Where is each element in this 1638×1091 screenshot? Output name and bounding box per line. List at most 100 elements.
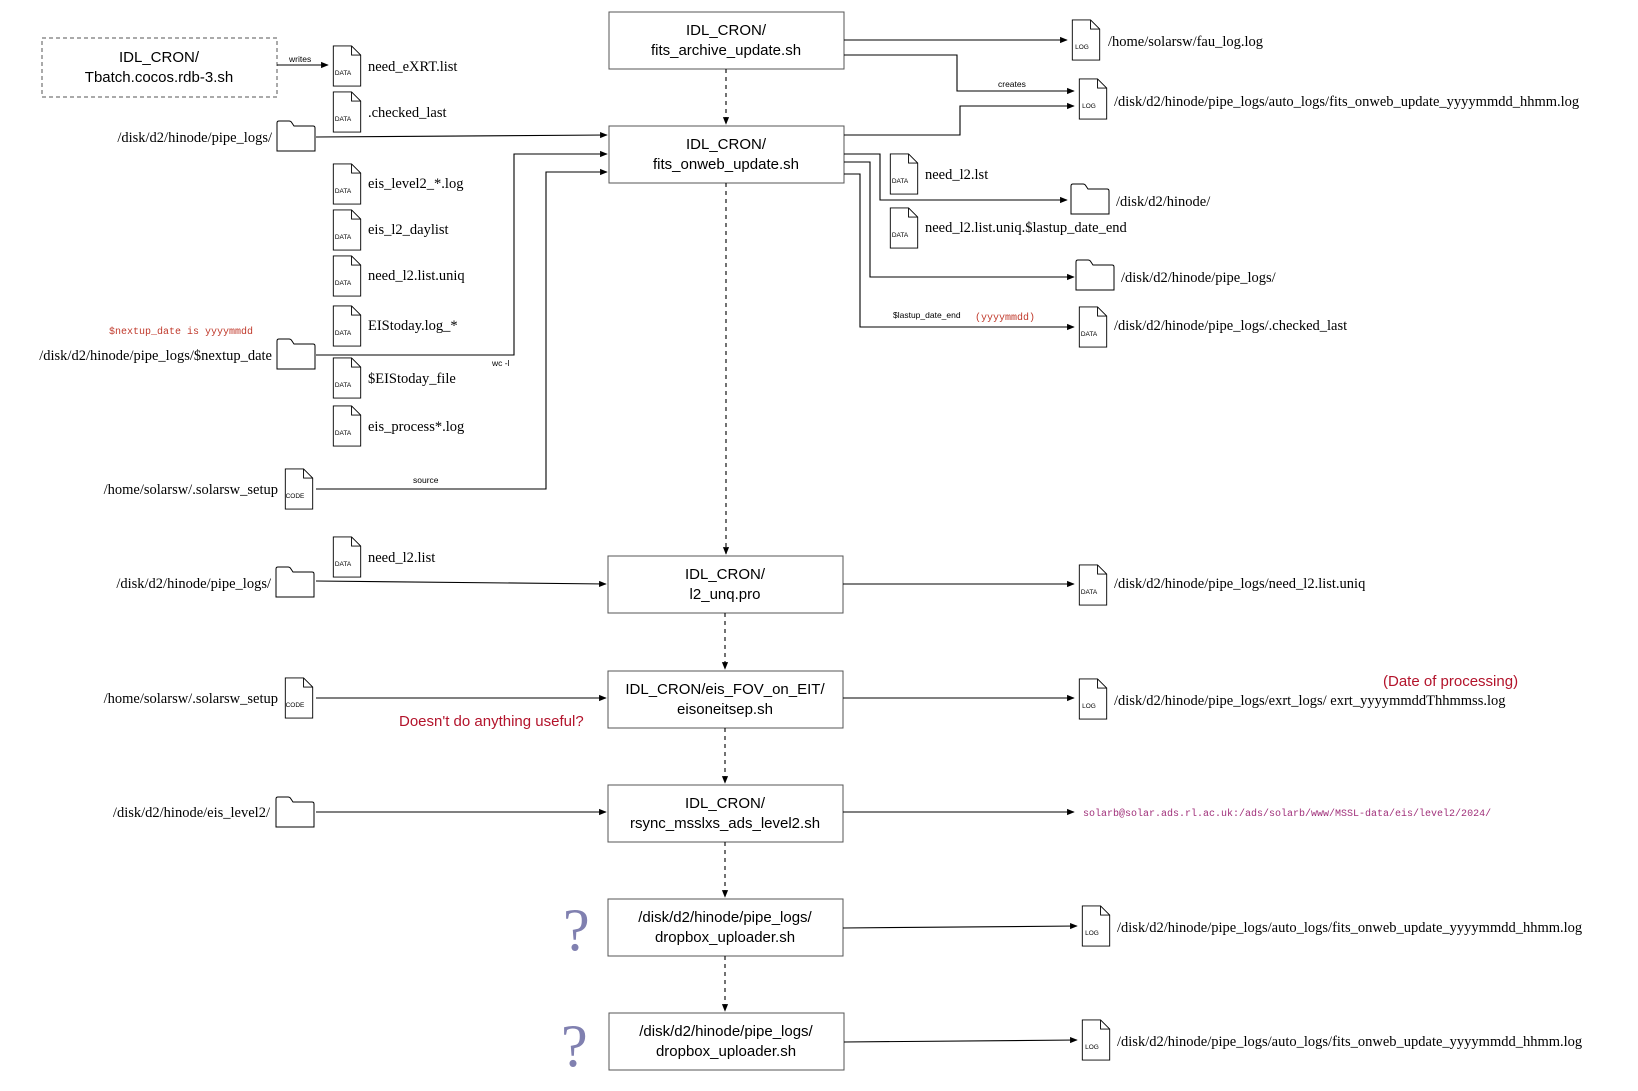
svg-text:DATA: DATA: [335, 188, 352, 195]
edge-setup-to-onweb: [316, 168, 608, 490]
log-file-auto-log-3-icon: LOG: [1081, 1019, 1111, 1061]
log-file-fau-log-icon: LOG: [1071, 19, 1101, 61]
label-solarsw-setup-2: /home/solarsw/.solarsw_setup: [104, 691, 278, 707]
edge-label-writes: writes: [288, 54, 311, 64]
label-auto-log-1: /disk/d2/hinode/pipe_logs/auto_logs/fits…: [1114, 94, 1579, 110]
folder-nextup-date-icon: [276, 338, 316, 370]
svg-text:DATA: DATA: [1081, 331, 1098, 338]
svg-text:DATA: DATA: [892, 232, 909, 239]
edge-onweb-to-pipelogs: [844, 161, 1075, 281]
svg-text:DATA: DATA: [335, 70, 352, 77]
label-need-l2-uniq-in: need_l2.list.uniq: [368, 268, 465, 284]
svg-text:DATA: DATA: [335, 116, 352, 123]
svg-text:LOG: LOG: [1085, 1044, 1099, 1051]
label-eis-process-log: eis_process*.log: [368, 419, 464, 435]
edge-archive-creates-autolog: [844, 54, 1075, 95]
svg-text:DATA: DATA: [335, 280, 352, 287]
edge-dropbox2-to-log: [843, 1036, 1078, 1044]
svg-text:DATA: DATA: [335, 234, 352, 241]
data-file-eistoday-log-icon: DATA: [332, 305, 362, 347]
edge-onweb-to-autolog: [844, 102, 1075, 136]
data-file-need-l2-uniq-lastup-icon: DATA: [889, 207, 919, 249]
svg-text:DATA: DATA: [892, 178, 909, 185]
label-need-l2-uniq-lastup: need_l2.list.uniq.$lastup_date_end: [925, 220, 1128, 236]
annotation-rsync-target: solarb@solar.ads.rl.ac.uk:/ads/solarb/ww…: [1083, 808, 1491, 820]
process-fits-onweb-update: IDL_CRON/ fits_onweb_update.sh: [608, 125, 845, 184]
label-eis-l2-daylist: eis_l2_daylist: [368, 222, 449, 238]
process-fits-archive-update: IDL_CRON/ fits_archive_update.sh: [608, 11, 845, 70]
data-file-eistoday-file-icon: DATA: [332, 357, 362, 399]
svg-text:DATA: DATA: [335, 430, 352, 437]
annotation-nextup-note: $nextup_date is yyyymmdd: [109, 326, 253, 338]
data-file-need-l2-list-icon: DATA: [332, 536, 362, 578]
label-pipe-logs-in: /disk/d2/hinode/pipe_logs/: [117, 130, 273, 146]
process-tbatch-line2: Tbatch.cocos.rdb-3.sh: [85, 69, 233, 86]
annotation-yyyymmdd: (yyyymmdd): [975, 312, 1035, 324]
label-need-exrt: need_eXRT.list: [368, 59, 457, 75]
edge-onweb-to-hinode: [844, 153, 1068, 204]
label-auto-log-3: /disk/d2/hinode/pipe_logs/auto_logs/fits…: [1117, 1034, 1582, 1050]
process-archive-line2: fits_archive_update.sh: [651, 42, 801, 59]
edge-pipelogs2-to-l2unq: [315, 580, 607, 588]
folder-pipe-logs-in-icon: [276, 120, 316, 152]
process-dropbox1-line1: /disk/d2/hinode/pipe_logs/: [638, 909, 812, 926]
folder-pipe-logs-in-2-icon: [275, 566, 315, 598]
data-file-eis-process-log-icon: DATA: [332, 405, 362, 447]
process-rsync-line2: rsync_msslxs_ads_level2.sh: [630, 815, 820, 832]
edge-label-lastup: $lastup_date_end: [893, 310, 961, 320]
data-file-need-l2-lst-icon: DATA: [889, 153, 919, 195]
data-file-need-exrt-icon: DATA: [332, 45, 362, 87]
edge-dropbox1-to-log: [842, 922, 1078, 930]
edge-label-source: source: [413, 475, 439, 485]
svg-text:DATA: DATA: [335, 330, 352, 337]
process-eisoneitsep: IDL_CRON/eis_FOV_on_EIT/ eisoneitsep.sh: [607, 670, 844, 729]
label-hinode-dir: /disk/d2/hinode/: [1116, 194, 1211, 210]
label-fau-log: /home/solarsw/fau_log.log: [1108, 34, 1263, 50]
data-file-eis-level2-log-icon: DATA: [332, 163, 362, 205]
process-l2unq-line2: l2_unq.pro: [690, 586, 761, 603]
data-file-need-l2-uniq-icon: DATA: [332, 255, 362, 297]
data-file-need-l2-uniq-out-icon: DATA: [1078, 564, 1108, 606]
log-file-auto-log-1-icon: LOG: [1078, 78, 1108, 120]
annotation-question-2: ?: [561, 1013, 588, 1079]
process-l2unq-line1: IDL_CRON/: [685, 566, 766, 583]
data-file-checked-last-out-icon: DATA: [1078, 306, 1108, 348]
sequence-flow: [721, 69, 730, 1012]
process-fov-line2: eisoneitsep.sh: [677, 701, 773, 718]
edge-label-wc: wc -l: [491, 358, 510, 368]
process-archive-line1: IDL_CRON/: [686, 22, 767, 39]
process-dropbox2-line1: /disk/d2/hinode/pipe_logs/: [639, 1023, 813, 1040]
edge-onweb-to-checkedlast: [844, 173, 1075, 331]
label-checked-last: .checked_last: [368, 105, 447, 121]
process-dropbox-uploader-2: /disk/d2/hinode/pipe_logs/ dropbox_uploa…: [608, 1012, 845, 1071]
log-file-auto-log-2-icon: LOG: [1081, 905, 1111, 947]
folder-pipe-logs-out-icon: [1075, 259, 1115, 291]
label-pipe-logs-out: /disk/d2/hinode/pipe_logs/: [1121, 270, 1277, 286]
label-auto-log-2: /disk/d2/hinode/pipe_logs/auto_logs/fits…: [1117, 920, 1582, 936]
process-onweb-line2: fits_onweb_update.sh: [653, 156, 799, 173]
label-exrt-log: /disk/d2/hinode/pipe_logs/exrt_logs/ exr…: [1114, 693, 1506, 709]
svg-text:DATA: DATA: [335, 382, 352, 389]
annotation-question-1: ?: [563, 897, 590, 963]
svg-text:CODE: CODE: [286, 493, 305, 500]
process-fov-line1: IDL_CRON/eis_FOV_on_EIT/: [625, 681, 825, 698]
log-file-exrt-log-icon: LOG: [1078, 678, 1108, 720]
label-eistoday-file: $EIStoday_file: [368, 371, 456, 387]
annotation-useless: Doesn't do anything useful?: [399, 713, 584, 730]
label-eistoday-log: EIStoday.log_*: [368, 318, 458, 334]
process-rsync-line1: IDL_CRON/: [685, 795, 766, 812]
label-need-l2-lst: need_l2.lst: [925, 167, 988, 183]
label-nextup-dir: /disk/d2/hinode/pipe_logs/$nextup_date: [39, 348, 272, 364]
folder-hinode-icon: [1070, 183, 1110, 215]
edge-pipelogs-to-onweb: [315, 131, 608, 139]
svg-text:DATA: DATA: [335, 561, 352, 568]
label-eis-level2-dir: /disk/d2/hinode/eis_level2/: [113, 805, 271, 821]
process-tbatch: IDL_CRON/ Tbatch.cocos.rdb-3.sh: [41, 37, 278, 98]
edge-label-creates: creates: [998, 79, 1026, 89]
process-l2-unq: IDL_CRON/ l2_unq.pro: [607, 555, 844, 614]
label-eis-level2-log: eis_level2_*.log: [368, 176, 463, 192]
label-solarsw-setup-1: /home/solarsw/.solarsw_setup: [104, 482, 278, 498]
data-file-eis-l2-daylist-icon: DATA: [332, 209, 362, 251]
process-rsync-level2: IDL_CRON/ rsync_msslxs_ads_level2.sh: [607, 784, 844, 843]
